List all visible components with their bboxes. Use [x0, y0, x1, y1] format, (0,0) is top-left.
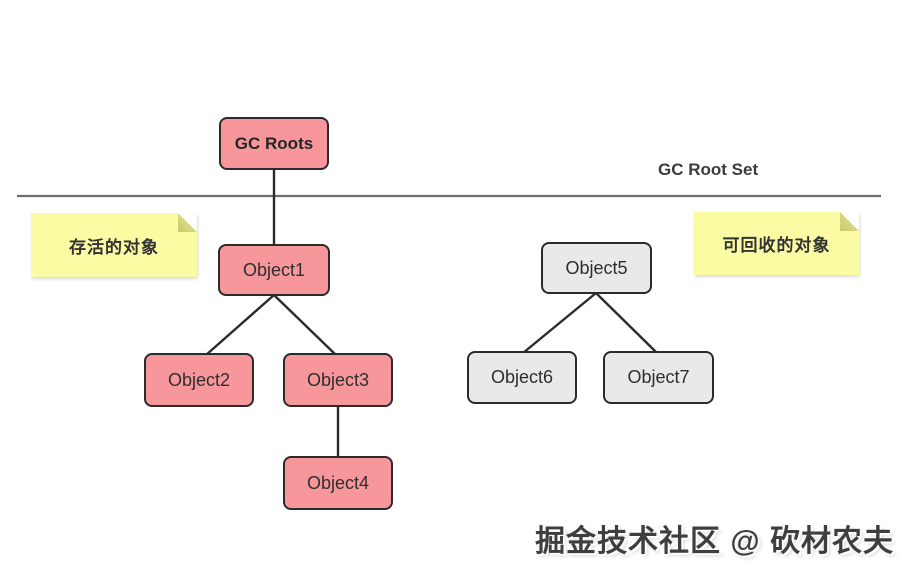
edge-object5-object7: [595, 292, 658, 354]
object1-node: Object1: [218, 244, 330, 296]
object2-node: Object2: [144, 353, 254, 407]
object7-node: Object7: [603, 351, 714, 404]
object5-node: Object5: [541, 242, 652, 294]
recyclable-objects-note-label: 可回收的对象: [722, 236, 831, 255]
edge-object1-object3: [273, 294, 337, 356]
gc-root-set-label: GC Root Set: [658, 160, 759, 179]
object3-node: Object3: [283, 353, 393, 407]
live-objects-note-label: 存活的对象: [69, 237, 159, 257]
object6-node: Object6: [467, 351, 577, 404]
object4-node: Object4: [283, 456, 393, 510]
gc-roots-node: GC Roots: [219, 117, 329, 170]
edge-object5-object6: [522, 292, 597, 354]
folded-corner-icon: [178, 213, 197, 232]
folded-corner-icon: [840, 212, 859, 231]
edge-object1-object2: [205, 294, 275, 356]
watermark: 掘金技术社区 @ 砍材农夫: [535, 525, 894, 558]
live-objects-note: 存活的对象: [31, 213, 197, 277]
recyclable-objects-note: 可回收的对象: [694, 212, 859, 275]
